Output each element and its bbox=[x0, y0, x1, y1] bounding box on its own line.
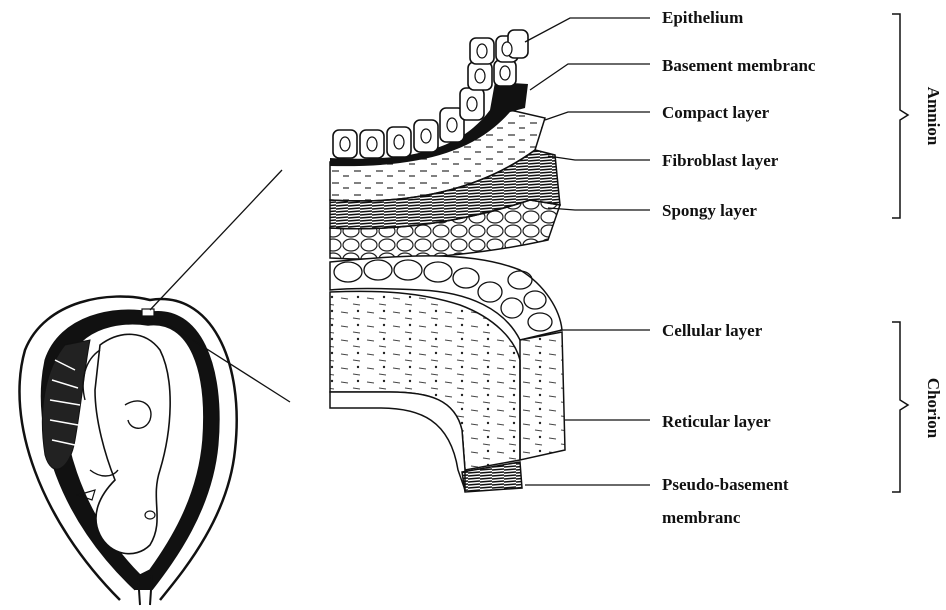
label-reticular-layer: Reticular layer bbox=[662, 412, 771, 432]
uterus-illustration bbox=[19, 297, 236, 605]
group-label-chorion: Chorion bbox=[923, 368, 943, 448]
label-epithelium: Epithelium bbox=[662, 8, 743, 28]
amnion-bracket bbox=[892, 14, 908, 218]
label-pseudo-basement-cont: membranc bbox=[662, 508, 740, 528]
label-compact-layer: Compact layer bbox=[662, 103, 769, 123]
label-fibroblast-layer: Fibroblast layer bbox=[662, 151, 778, 171]
group-label-amnion: Amnion bbox=[923, 76, 943, 156]
amnion-block bbox=[330, 30, 560, 259]
chorion-block bbox=[330, 256, 565, 492]
label-pseudo-basement: Pseudo-basement bbox=[662, 475, 789, 495]
label-spongy-layer: Spongy layer bbox=[662, 201, 757, 221]
label-cellular-layer: Cellular layer bbox=[662, 321, 762, 341]
label-basement-membrane: Basement membranc bbox=[662, 56, 815, 76]
chorion-bracket bbox=[892, 322, 908, 492]
zoom-line-upper bbox=[150, 170, 282, 310]
